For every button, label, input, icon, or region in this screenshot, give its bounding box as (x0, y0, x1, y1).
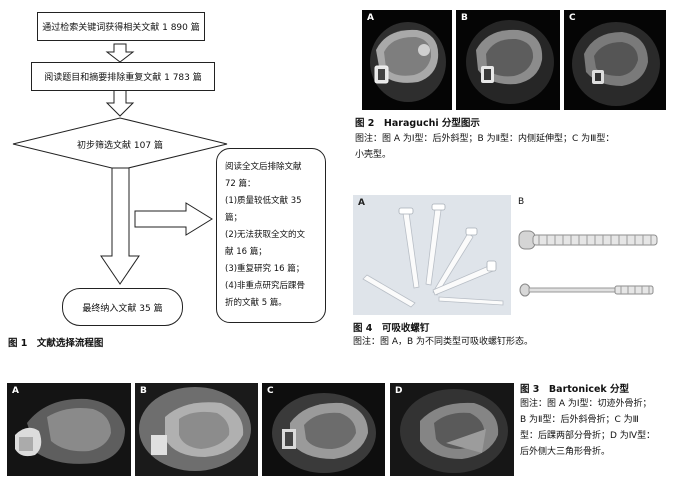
ct-scan-image (262, 383, 385, 476)
exclusion-lines: 阅读全文后排除文献 72 篇： (1)质量较低文献 35 篇； (2)无法获取全文的文献… (225, 159, 317, 312)
flow-step-search: 通过检索关键词获得相关文献 1 890 篇 (37, 12, 205, 41)
fig3-note: 图注：图 A 为Ⅰ型：切迹外骨折； B 为Ⅱ型：后外斜骨折；C 为Ⅲ 型：后踝两… (520, 396, 682, 460)
fig3-panel-c-label: C (267, 386, 274, 396)
fig4-note: 图注：图 A，B 为不同类型可吸收螺钉形态。 (353, 334, 533, 350)
fig2-panel-c: C (564, 10, 666, 110)
flow-step-exclude-text: 阅读题目和摘要排除重复文献 1 783 篇 (44, 73, 202, 83)
decision-diamond (12, 117, 228, 171)
fig2-caption: 图 2 Haraguchi 分型图示 (355, 115, 480, 129)
exclusion-line: (4)非重点研究后踝骨 (225, 281, 306, 291)
fig2-note-line: 图注：图 A 为Ⅰ型：后外斜型；B 为Ⅱ型：内侧延伸型；C 为Ⅲ型： (355, 134, 615, 144)
fig3-panel-a: A (7, 383, 131, 476)
fig3-note-line: 型：后踝两部分骨折；D 为Ⅳ型： (520, 431, 656, 441)
flow-step-screening-text: 初步筛选文献 107 篇 (77, 141, 163, 151)
ct-scan-image (370, 22, 446, 102)
exclusion-line: 篇； (225, 213, 243, 223)
fig3-note-line: B 为Ⅱ型：后外斜骨折；C 为Ⅲ (520, 415, 639, 425)
flow-final-box: 最终纳入文献 35 篇 (62, 288, 183, 326)
ct-scan-image (390, 383, 514, 476)
fig2-panel-b: B (456, 10, 560, 110)
fig1-title: 图 1 文献选择流程图 (8, 338, 104, 349)
exclusion-line: 折的文献 5 篇。 (225, 298, 287, 308)
screw-drawings (518, 230, 658, 297)
fig3-panel-b-label: B (140, 386, 147, 396)
fig4-panel-b: B (515, 195, 665, 315)
fig2-panel-a: A (362, 10, 452, 110)
fig4-panel-b-label: B (518, 197, 525, 207)
fig1-caption: 图 1 文献选择流程图 (8, 335, 103, 349)
fig2-panel-b-label: B (461, 13, 468, 23)
fig2-note: 图注：图 A 为Ⅰ型：后外斜型；B 为Ⅱ型：内侧延伸型；C 为Ⅲ型： 小壳型。 (355, 131, 680, 163)
flow-final-text: 最终纳入文献 35 篇 (82, 303, 163, 314)
fig4-caption: 图 4 可吸收螺钉 (353, 320, 429, 334)
exclusion-line: (2)无法获取全文的文 (225, 230, 306, 240)
ct-scan-image (135, 383, 258, 476)
fig3-panel-c: C (262, 383, 385, 476)
ct-scan-image (466, 20, 554, 104)
ct-scan-image (572, 22, 660, 106)
exclusion-line: 72 篇： (225, 179, 256, 189)
flow-step-search-text: 通过检索关键词获得相关文献 1 890 篇 (42, 23, 200, 33)
flow-exclusion-box: 阅读全文后排除文献 72 篇： (1)质量较低文献 35 篇； (2)无法获取全文的文献… (216, 148, 326, 323)
absorbable-screws-photo (362, 203, 504, 308)
fig4-title: 图 4 可吸收螺钉 (353, 323, 430, 334)
fig3-caption: 图 3 Bartonicek 分型 (520, 381, 629, 395)
exclusion-line: (1)质量较低文献 35 (225, 196, 302, 206)
fig3-title: 图 3 Bartonicek 分型 (520, 384, 630, 395)
flow-step-screening: 初步筛选文献 107 篇 (70, 138, 170, 151)
fig3-panel-a-label: A (12, 386, 19, 396)
fig3-panel-b: B (135, 383, 258, 476)
fig3-note-line: 后外侧大三角形骨折。 (520, 447, 611, 457)
exclusion-line: 阅读全文后排除文献 (225, 162, 302, 172)
fig4-panel-a-label: A (358, 198, 365, 208)
exclusion-line: 献 16 篇； (225, 247, 267, 257)
fig3-note-line: 图注：图 A 为Ⅰ型：切迹外骨折； (520, 399, 652, 409)
fig2-panel-a-label: A (367, 13, 374, 23)
fig2-panel-c-label: C (569, 13, 576, 23)
fig2-title: 图 2 Haraguchi 分型图示 (355, 118, 480, 129)
fig4-panel-a: A (353, 195, 511, 315)
flow-step-exclude-duplicates: 阅读题目和摘要排除重复文献 1 783 篇 (31, 62, 215, 91)
fig3-panel-d: D (390, 383, 514, 476)
exclusion-line: (3)重复研究 16 篇； (225, 264, 305, 274)
fig3-panel-d-label: D (395, 386, 403, 396)
fig4-note-text: 图注：图 A，B 为不同类型可吸收螺钉形态。 (353, 337, 534, 347)
ct-scan-image (7, 383, 131, 476)
fig2-note-line: 小壳型。 (355, 150, 392, 160)
